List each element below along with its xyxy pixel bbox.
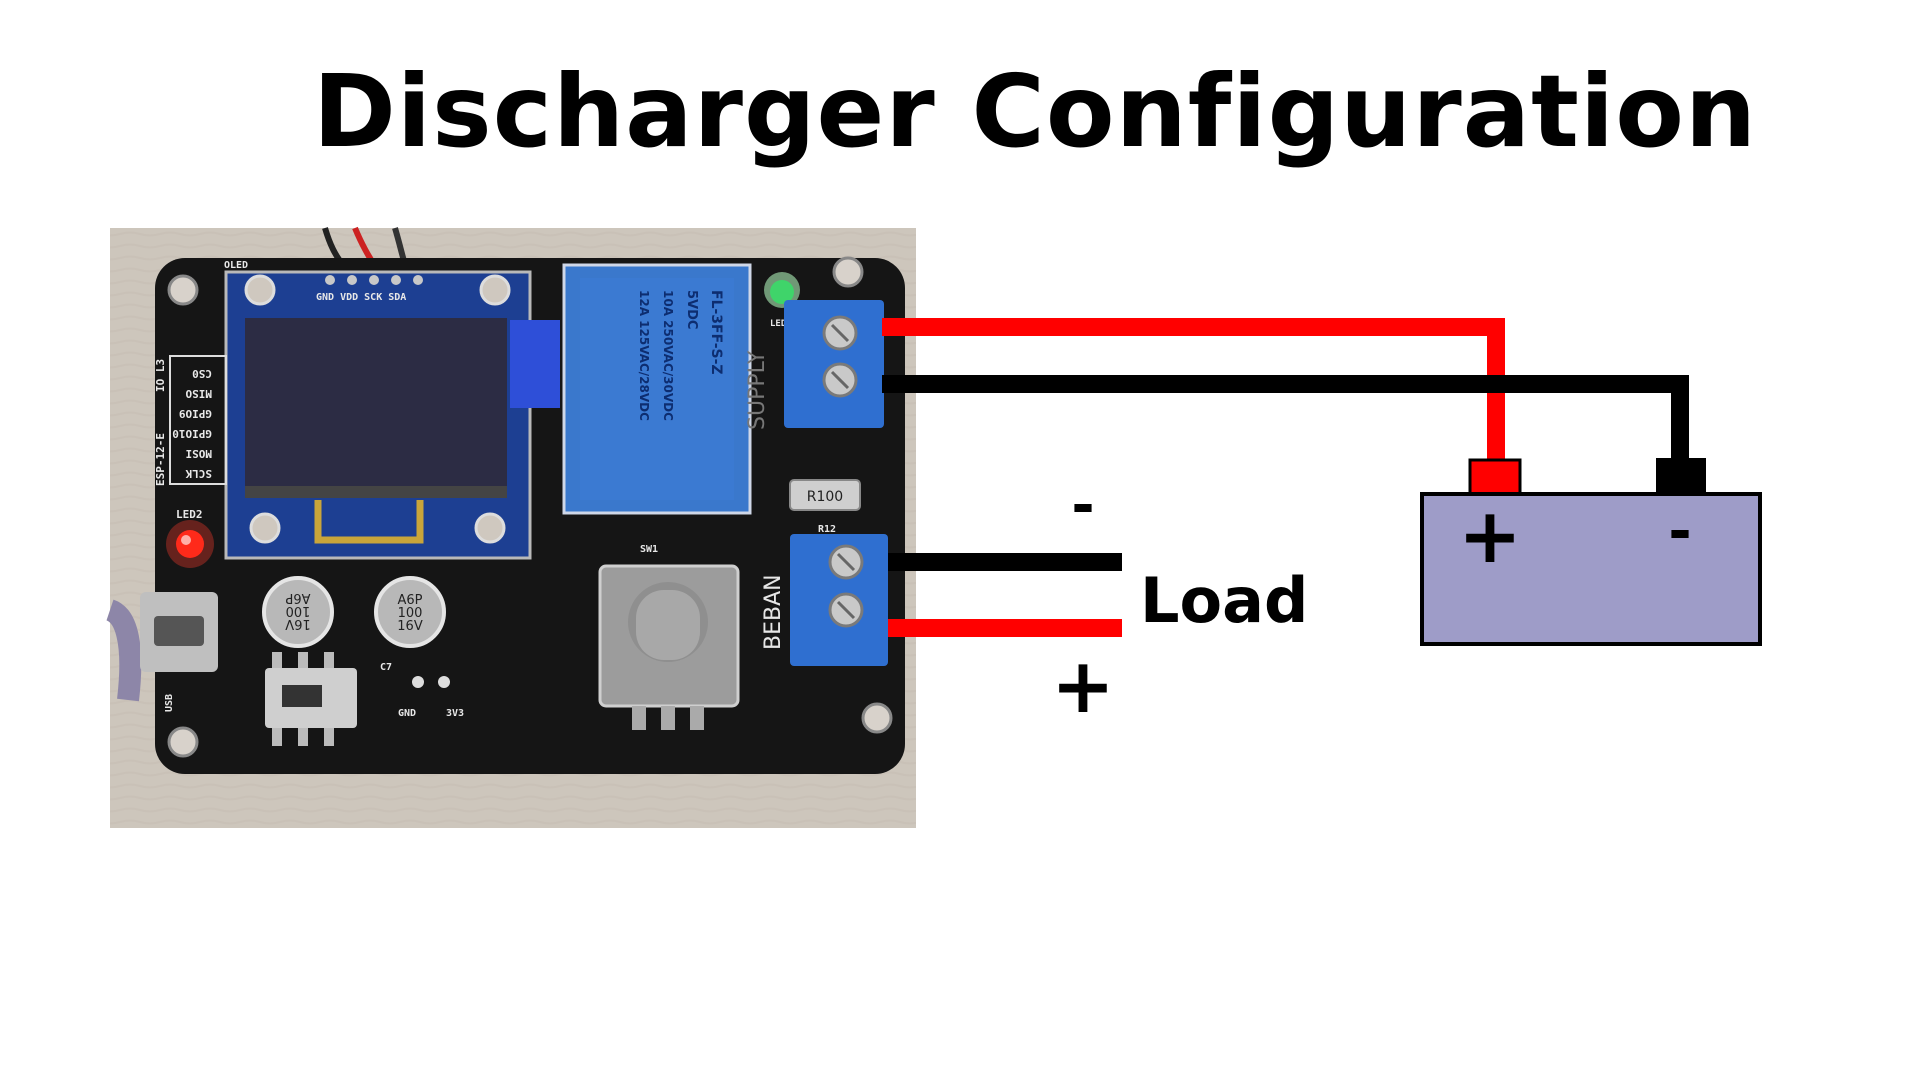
- supply-terminal: SUPPLY: [745, 300, 884, 430]
- battery-body: [1420, 492, 1762, 646]
- cap2-text: 100: [398, 606, 423, 621]
- discharger-board: GND VDD SCK SDA OLED ESP-12-E IO L3 CS0 …: [105, 226, 916, 828]
- pin-label: CS0: [192, 367, 212, 380]
- pin-label: SCLK: [185, 467, 212, 480]
- r12-label: R12: [818, 524, 836, 535]
- cap2-text: 16V: [397, 619, 423, 634]
- load-terminal: BEBAN R12: [761, 524, 888, 666]
- mount-holes: [167, 256, 893, 758]
- page-title: Discharger Configuration: [312, 53, 1758, 170]
- battery-positive-terminal: [1468, 458, 1522, 496]
- led-green: LED: [764, 272, 800, 329]
- v3-label: 3V3: [446, 708, 464, 719]
- pin-label: MISO: [185, 387, 212, 400]
- gnd-label: GND: [398, 708, 416, 719]
- load-wires: [888, 553, 1122, 637]
- battery-minus-sign: -: [1668, 499, 1691, 564]
- oled-label: OLED: [224, 260, 248, 271]
- led2-label: LED2: [176, 508, 203, 521]
- battery-negative-terminal: [1656, 458, 1706, 494]
- test-points: GND 3V3: [398, 676, 464, 719]
- supply-label: SUPPLY: [745, 350, 770, 430]
- capacitor-1: 16V 100 A6P: [262, 576, 334, 648]
- oled-display: GND VDD SCK SDA OLED: [224, 260, 560, 560]
- pin-label: GPIO9: [179, 407, 212, 420]
- slide-switch: [265, 652, 357, 746]
- beban-label: BEBAN: [761, 574, 786, 650]
- relay-text: 5VDC: [684, 290, 699, 329]
- led-label: LED: [770, 319, 787, 329]
- cap1-text: A6P: [285, 590, 310, 605]
- io-l3-label: IO L3: [154, 359, 167, 392]
- load-plus-sign: +: [1051, 641, 1115, 730]
- supply-positive-wire: [882, 318, 1505, 460]
- cap2-text: A6P: [397, 593, 422, 608]
- relay-text: FL-3FF-S-Z: [708, 290, 724, 375]
- pin-label: MOSI: [186, 447, 213, 460]
- supply-negative-wire: [882, 375, 1689, 460]
- relay-text: 10A 250VAC/30VDC: [661, 290, 675, 421]
- battery: + -: [1420, 458, 1762, 646]
- relay-text: 12A 125VAC/28VDC: [637, 290, 651, 421]
- cap1-text: 16V: [285, 616, 311, 631]
- esp-label: ESP-12-E: [154, 433, 167, 486]
- supply-wires: [882, 318, 1689, 460]
- shunt-resistor: R100: [789, 479, 861, 511]
- load-minus-sign: -: [1071, 473, 1094, 538]
- battery-plus-sign: +: [1458, 491, 1522, 580]
- relay: FL-3FF-S-Z 5VDC 10A 250VAC/30VDC 12A 125…: [562, 263, 752, 515]
- led2-red: LED2: [166, 508, 214, 568]
- load-label: Load: [1140, 564, 1308, 637]
- usb-label: USB: [164, 694, 175, 712]
- c7-label: C7: [380, 662, 392, 673]
- oled-pins-label: GND VDD SCK SDA: [316, 292, 406, 303]
- pin-label: GPIO10: [172, 427, 212, 440]
- rotary-encoder: SW1: [598, 544, 740, 730]
- capacitor-2: A6P 100 16V C7: [374, 576, 446, 673]
- sw1-label: SW1: [640, 544, 658, 555]
- esp-pin-labels: ESP-12-E IO L3 CS0 MISO GPIO9 GPIO10 MOS…: [154, 355, 227, 486]
- cap1-text: 100: [286, 603, 311, 618]
- usb-port: USB: [140, 592, 218, 712]
- r100-label: R100: [807, 489, 843, 505]
